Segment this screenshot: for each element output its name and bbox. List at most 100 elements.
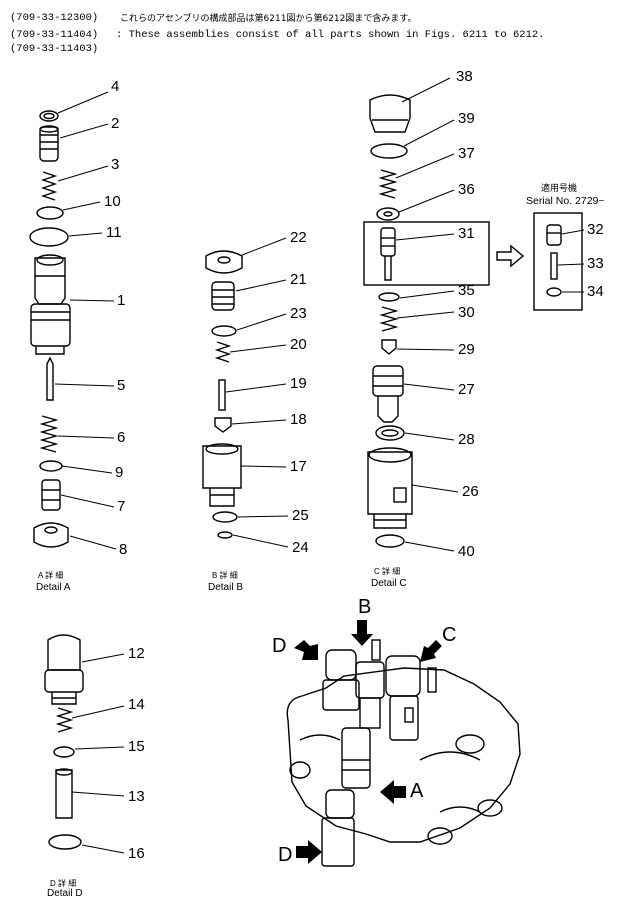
part-10-oring	[36, 206, 64, 220]
callout-29: 29	[458, 341, 475, 358]
view-arrow-c	[420, 640, 442, 662]
part-24-oring	[217, 531, 233, 539]
part-32-poppet	[546, 224, 562, 246]
serial-label-en: Serial No. 2729~	[526, 195, 605, 207]
callout-14: 14	[128, 696, 145, 713]
part-23-oring	[211, 325, 237, 337]
callout-18: 18	[290, 411, 307, 428]
part-25-oring	[212, 511, 238, 523]
part-9-oring	[39, 460, 63, 472]
callout-25: 25	[292, 507, 309, 524]
detail-c-box	[363, 221, 490, 286]
part-code-2: (709-33-11404)	[10, 29, 99, 41]
part-29-poppet	[381, 339, 397, 355]
part-30-spring	[379, 306, 399, 332]
part-11-oring	[29, 227, 69, 247]
part-18-poppet	[214, 417, 232, 433]
view-label-d-top: D	[272, 635, 287, 657]
callout-27: 27	[458, 381, 475, 398]
callout-13: 13	[128, 788, 145, 805]
detail-a-jp: A 詳 細	[38, 571, 64, 580]
detail-c-en: Detail C	[371, 578, 407, 589]
part-20-spring	[214, 341, 232, 363]
part-31-poppet	[380, 227, 396, 257]
callout-34: 34	[587, 283, 604, 300]
part-26-body	[367, 451, 413, 515]
callout-9: 9	[115, 464, 124, 481]
callout-20: 20	[290, 336, 307, 353]
part-21-plug	[211, 281, 235, 311]
callout-8: 8	[119, 541, 128, 558]
callout-21: 21	[290, 271, 307, 288]
callout-26: 26	[462, 483, 479, 500]
part-16-oring	[48, 834, 82, 850]
detail-a-en: Detail A	[36, 582, 71, 593]
callout-2: 2	[111, 115, 120, 132]
callout-33: 33	[587, 255, 604, 272]
part-7-piston	[41, 479, 61, 511]
part-13-sleeve	[55, 769, 73, 819]
callout-1: 1	[117, 292, 126, 309]
callout-39: 39	[458, 110, 475, 127]
callout-31: 31	[458, 225, 475, 242]
part-39-oring	[370, 143, 408, 159]
callout-6: 6	[117, 429, 126, 446]
part-37-spring	[378, 169, 398, 199]
view-arrow-d-top	[294, 640, 318, 660]
part-2-plug	[39, 126, 59, 162]
part-35-oring	[378, 292, 400, 302]
callout-16: 16	[128, 845, 145, 862]
part-12-cap	[47, 634, 81, 671]
serial-label-jp: 適用号機	[541, 183, 578, 193]
callout-36: 36	[458, 181, 475, 198]
callout-40: 40	[458, 543, 475, 560]
part-33-pin	[550, 252, 558, 280]
part-27-piston	[372, 365, 404, 397]
callout-11: 11	[106, 224, 122, 241]
part-19-pin	[218, 379, 226, 411]
part-code-3: (709-33-11403)	[10, 43, 99, 55]
detail-c-jp: C 詳 細	[374, 567, 401, 576]
view-label-c: C	[442, 624, 457, 646]
callout-17: 17	[290, 458, 307, 475]
callout-24: 24	[292, 539, 309, 556]
view-label-d-bottom: D	[278, 844, 293, 866]
callout-22: 22	[290, 229, 307, 246]
detail-d-jp: D 詳 細	[50, 879, 77, 888]
detail-b-jp: B 詳 細	[212, 571, 238, 580]
part-3-spring	[40, 171, 58, 201]
callout-28: 28	[458, 431, 475, 448]
part-15-seat	[53, 746, 75, 758]
note-english: : These assemblies consist of all parts …	[116, 29, 545, 41]
part-17-body	[202, 445, 242, 489]
part-36-seat	[376, 207, 400, 221]
view-label-b: B	[358, 596, 372, 618]
part-6-spring	[39, 415, 59, 453]
callout-19: 19	[290, 375, 307, 392]
callout-12: 12	[128, 645, 145, 662]
view-arrow-b	[351, 620, 373, 646]
part-5-poppet	[46, 356, 54, 401]
callout-7: 7	[117, 498, 126, 515]
serial-box	[533, 212, 583, 311]
note-japanese: これらのアセンブリの構成部品は第6211図から第6212図まで含みます。	[120, 14, 417, 24]
callout-23: 23	[290, 305, 307, 322]
detail-d-en: Detail D	[47, 888, 83, 899]
callout-10: 10	[104, 193, 121, 210]
view-arrow-d-bottom	[296, 840, 322, 864]
part-code-1: (709-33-12300)	[10, 12, 99, 24]
part-14-spring	[55, 707, 74, 733]
view-label-a: A	[410, 780, 424, 802]
detail-b-en: Detail B	[208, 582, 244, 593]
part-38-cap	[369, 94, 411, 133]
part-4-ring	[39, 110, 59, 122]
part-40-oring	[375, 534, 405, 548]
part-8-nut	[33, 522, 69, 548]
callout-37: 37	[458, 145, 475, 162]
part-28-oring	[375, 425, 405, 441]
callout-3: 3	[111, 156, 120, 173]
part-22-nut	[205, 250, 243, 274]
valve-assembly-view	[286, 639, 521, 867]
callout-35: 35	[458, 282, 475, 299]
